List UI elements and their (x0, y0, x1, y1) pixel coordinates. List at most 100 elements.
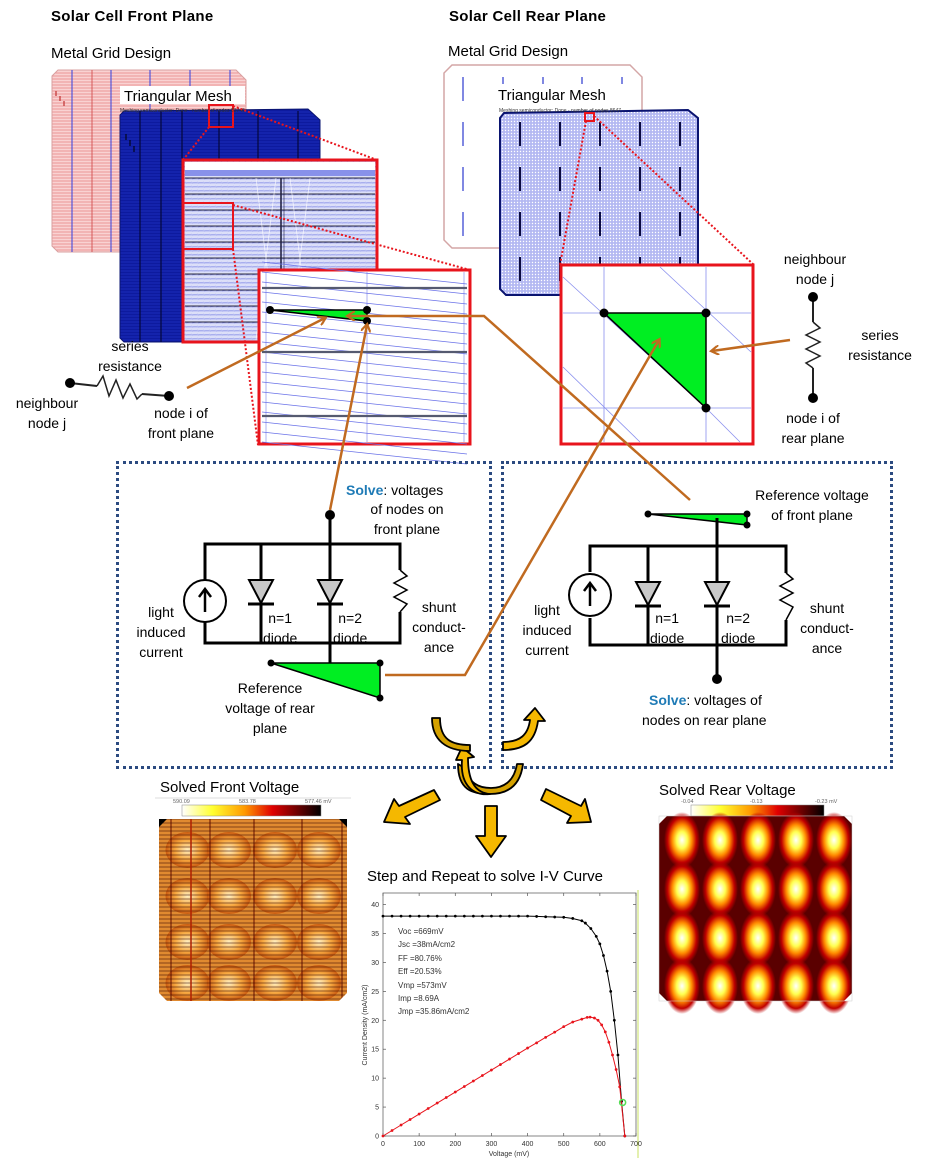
rear-heat-blob (778, 861, 814, 917)
mesh-edge (261, 401, 468, 425)
data-point (435, 1101, 439, 1105)
rear-heat-blob (778, 910, 814, 966)
front-diode-n1 (247, 579, 275, 606)
solved-front-title: Solved Front Voltage (160, 779, 300, 796)
x-tick-label: 500 (558, 1141, 570, 1148)
data-point (480, 914, 484, 918)
front-zoom-box-1 (208, 104, 234, 128)
rear-heat-blob (816, 861, 852, 917)
rear-mesh-status: Meshing semiconductor: Done - number of … (499, 108, 622, 114)
data-point (562, 915, 566, 919)
data-point (453, 1090, 457, 1094)
series-line-j-v-curve (383, 915, 626, 1137)
data-point (562, 1025, 566, 1029)
rear-heat-blob (740, 958, 776, 1014)
data-point (471, 914, 475, 918)
rear-triangle-node (701, 403, 711, 413)
rear-shunt-label: shunt conduct- ance (800, 600, 854, 656)
mesh-edge (261, 381, 468, 405)
front-node-i (164, 391, 174, 401)
data-point (462, 1085, 466, 1088)
x-tick-label: 0 (381, 1141, 385, 1148)
data-point (618, 1085, 622, 1089)
iv-xlabel: Voltage (mV) (489, 1151, 529, 1158)
data-point (526, 914, 529, 918)
front-solve-label: Solve: voltages (346, 482, 444, 498)
rear-cb-label-min: -0.04 (681, 799, 694, 805)
front-source-label: light induced current (136, 604, 186, 660)
solved-rear-heatmap: -0.04 -0.13 -0.23 mV (658, 799, 853, 1014)
data-point (435, 914, 439, 918)
data-point (426, 1107, 430, 1110)
stat-eff: Eff =20.53% (398, 967, 442, 977)
rear-circuit-box (501, 461, 893, 769)
rear-node-connector (712, 338, 791, 351)
data-point (399, 1123, 403, 1127)
data-point (417, 1112, 421, 1116)
rear-heat-blob (778, 812, 814, 868)
solved-rear-title: Solved Rear Voltage (659, 782, 796, 799)
data-point (490, 914, 493, 918)
data-point (553, 1030, 557, 1034)
rear-heat-blob (778, 958, 814, 1014)
rear-solve-label: Solve: voltages of (649, 692, 762, 708)
x-tick-label: 400 (522, 1141, 534, 1148)
stat-voc: Voc =669mV (398, 927, 444, 936)
mesh-edge (261, 261, 468, 285)
data-point (580, 919, 584, 923)
arrow-to-front-voltage (383, 789, 441, 825)
x-tick-label: 300 (486, 1141, 498, 1148)
rear-heat-blob (702, 812, 738, 868)
cycle-arrow-upper-right (502, 707, 546, 751)
front-mesh-label: Triangular Mesh (124, 88, 232, 105)
mesh-edge (261, 271, 468, 295)
rear-reference-label: Reference voltage of front plane (755, 487, 869, 523)
rear-neighbour-label: neighbour node j (783, 251, 847, 287)
rear-diode-n2 (703, 581, 731, 608)
iv-stats-box: Voc =669mV Jsc =38mA/cm2 FF =80.76% Eff … (398, 925, 469, 1019)
data-point (499, 914, 502, 918)
cycle-arrow-head (455, 746, 491, 796)
front-solve-connector (328, 325, 367, 511)
rear-heat-blob (664, 861, 700, 917)
rear-heat-blob (664, 812, 700, 868)
front-plane-title: Solar Cell Front Plane (51, 8, 214, 25)
front-reference-connector (385, 340, 659, 677)
y-tick-label: 15 (371, 1047, 379, 1054)
rear-heat-blob (816, 812, 852, 868)
data-point (381, 1134, 385, 1138)
data-point (609, 989, 613, 993)
data-point (390, 1129, 394, 1132)
y-tick-label: 20 (371, 1018, 379, 1025)
rear-heat-blob (740, 910, 776, 966)
data-point (571, 1020, 575, 1024)
y-tick-label: 0 (375, 1134, 379, 1141)
front-reference-triangle (270, 662, 381, 700)
x-tick-label: 600 (594, 1141, 606, 1148)
x-tick-label: 700 (630, 1141, 642, 1148)
y-tick-label: 25 (371, 989, 379, 996)
front-mesh-status: Meshing semiconductor: Done - number of … (120, 108, 245, 114)
data-point (593, 1016, 596, 1020)
data-point (614, 1068, 618, 1071)
stat-vmp: Vmp =573mV (398, 980, 447, 990)
data-point (553, 915, 557, 919)
y-tick-label: 30 (371, 960, 379, 967)
data-point (426, 914, 430, 918)
data-point (417, 914, 421, 918)
data-point (408, 1118, 412, 1121)
y-tick-label: 10 (371, 1076, 379, 1083)
rear-heat-blob (740, 812, 776, 868)
data-point (381, 914, 385, 918)
front-solve-lines: of nodes on front plane (370, 501, 444, 537)
iv-ylabel: Current Density (mA/cm2) (362, 985, 369, 1066)
rear-metal-grid-label: Metal Grid Design (448, 43, 569, 60)
mesh-edge (261, 421, 468, 445)
rear-source-label: light induced current (522, 602, 572, 658)
data-point (611, 1053, 614, 1057)
rear-triangle-node (599, 308, 609, 318)
series-line-p-v-curve (382, 1016, 626, 1137)
